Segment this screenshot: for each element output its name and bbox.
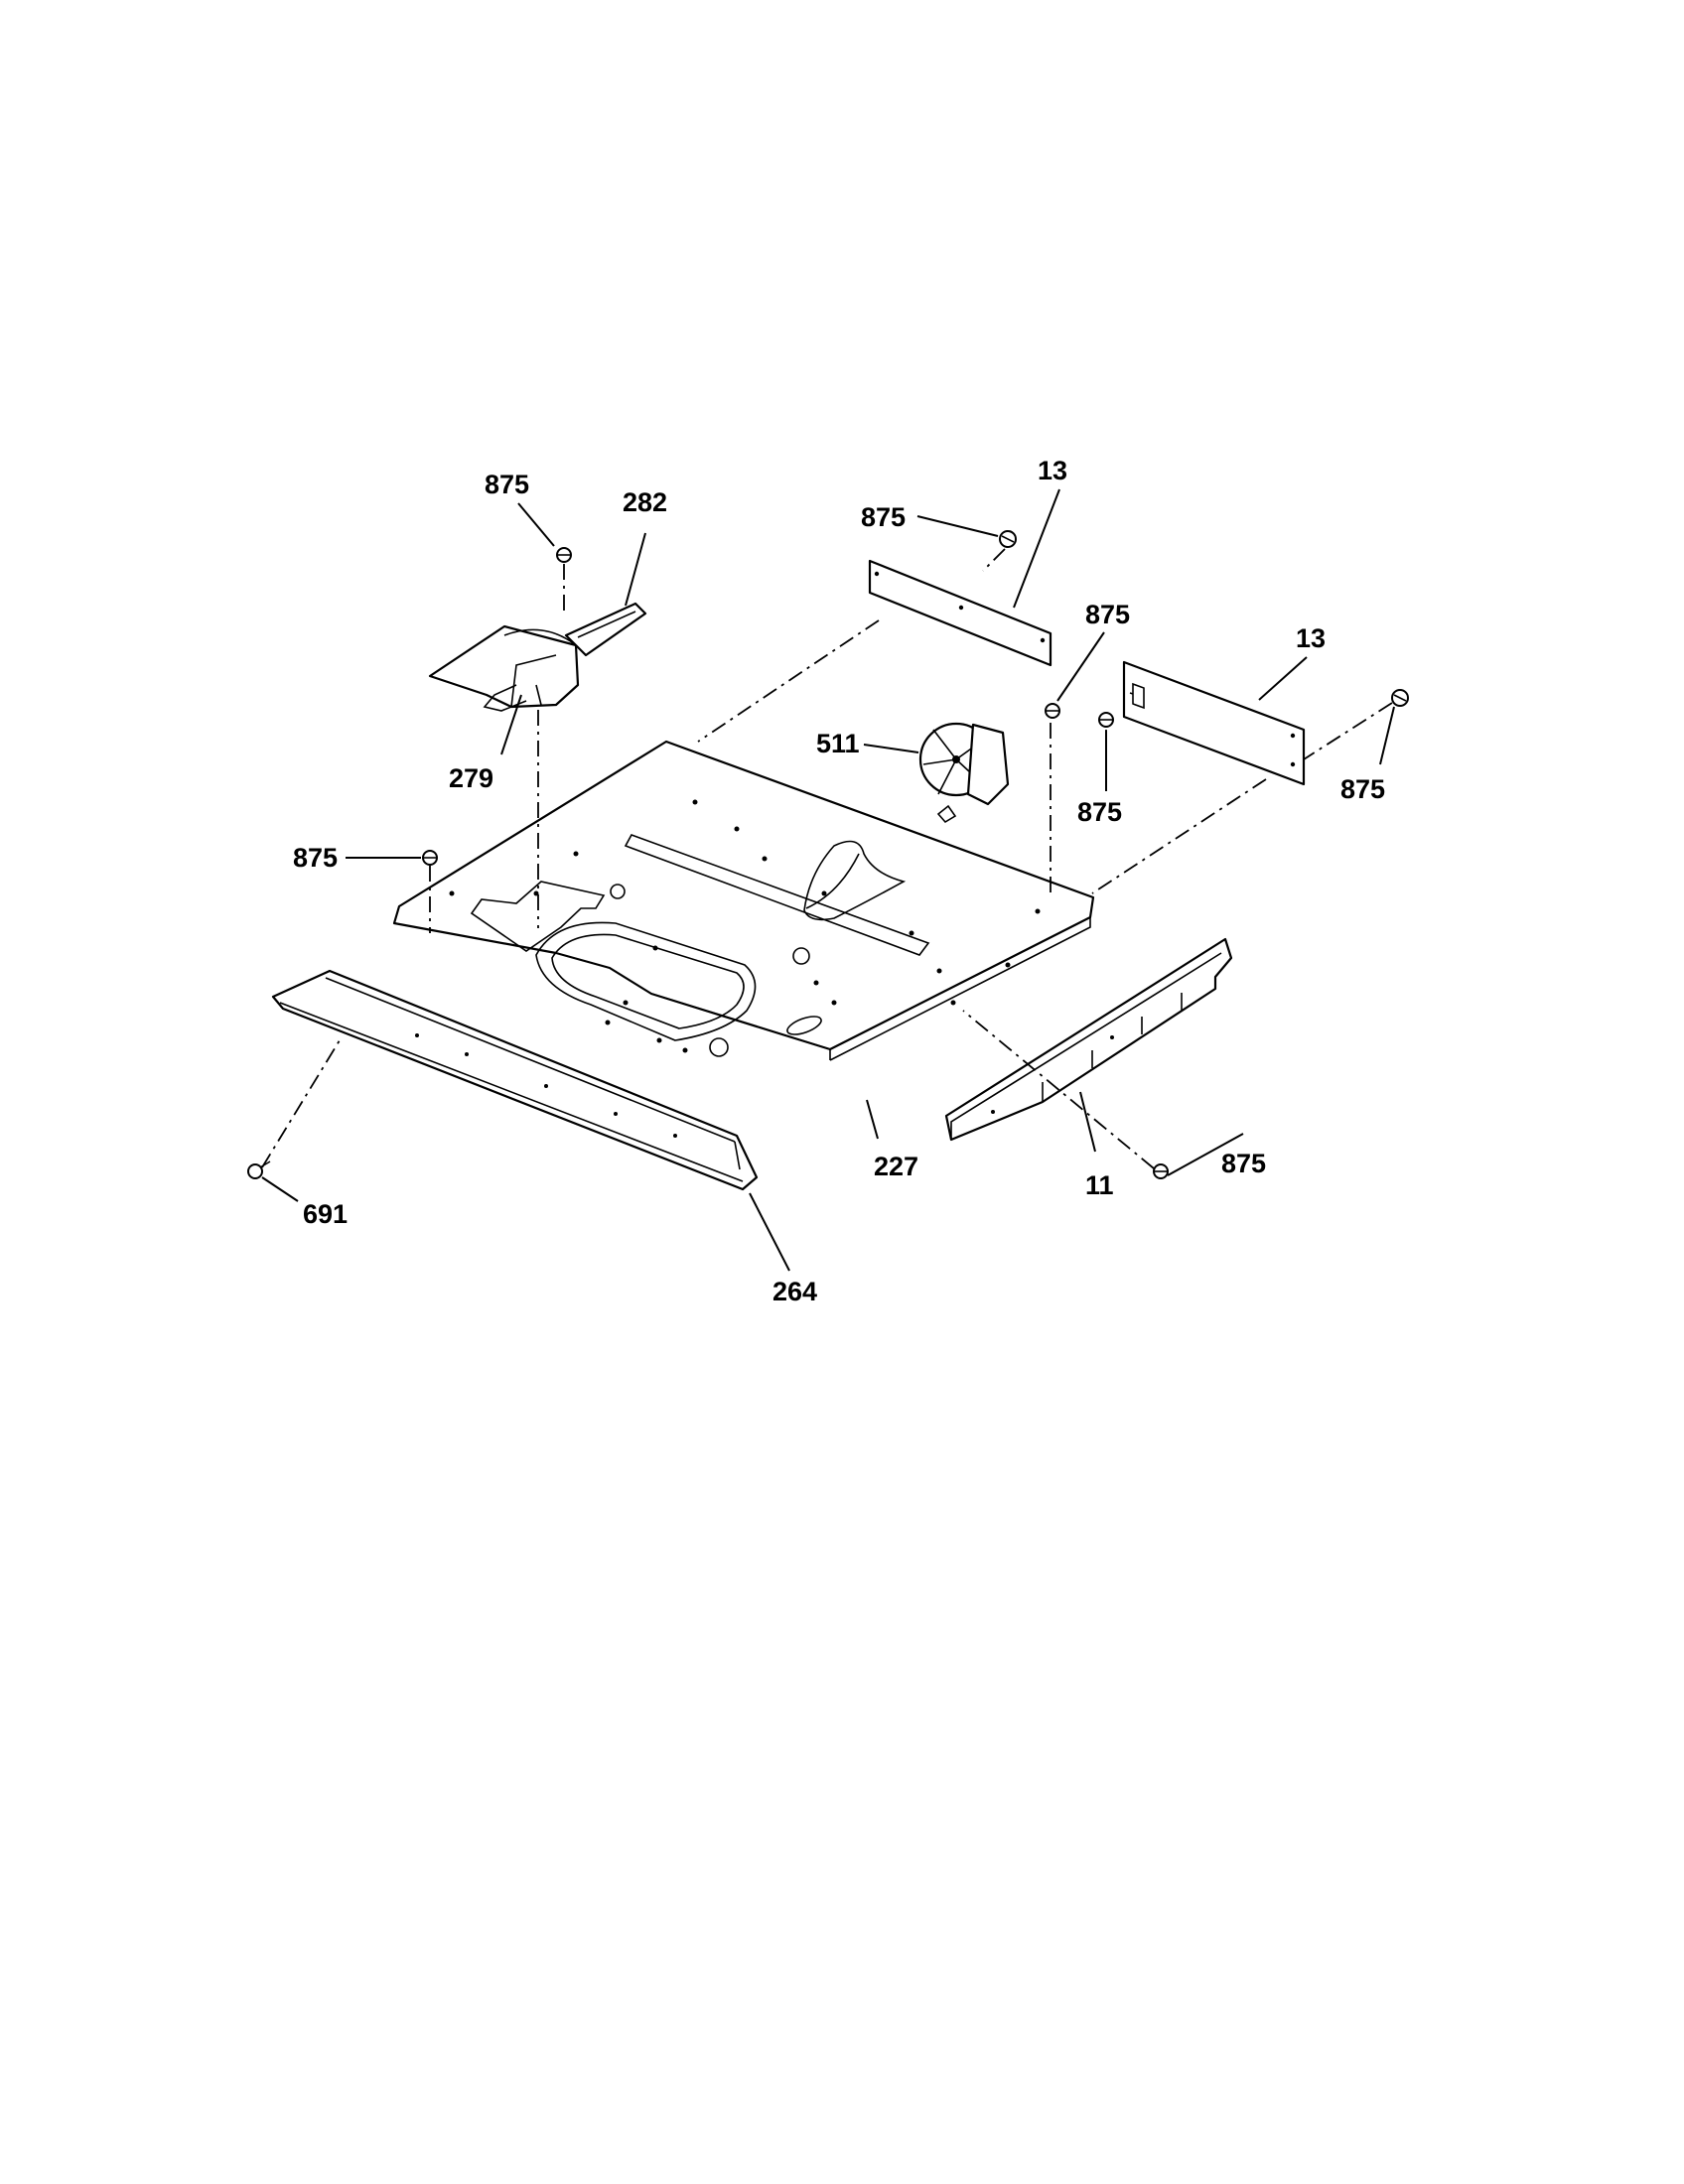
callout-691: 691	[303, 1199, 348, 1229]
callout-875-e: 875	[1340, 774, 1385, 804]
callout-279: 279	[449, 763, 493, 793]
callout-13-b: 13	[1296, 623, 1326, 653]
callout-875-c: 875	[1085, 600, 1130, 629]
rear-cover-13-a	[868, 559, 1052, 667]
screw-875-c	[999, 530, 1017, 548]
callout-875-g: 875	[293, 843, 338, 873]
front-trim-264	[271, 969, 759, 1191]
callout-11: 11	[1085, 1170, 1114, 1200]
screw-875-g	[422, 850, 438, 866]
callout-264: 264	[772, 1277, 817, 1306]
side-rail-11	[944, 937, 1233, 1142]
callout-875-a: 875	[485, 470, 529, 499]
callout-282: 282	[623, 487, 667, 517]
callout-labels: 875 282 279 875 13 875 511 875 13 875 87…	[293, 456, 1385, 1306]
callout-875-b: 875	[861, 502, 906, 532]
screw-691	[247, 1160, 271, 1179]
rear-cover-13-b	[1122, 660, 1306, 786]
screw-875-f	[1098, 712, 1114, 728]
callout-511: 511	[816, 729, 860, 758]
callout-227: 227	[874, 1152, 918, 1181]
callout-875-d: 875	[1077, 797, 1122, 827]
assembly-lines	[261, 548, 1393, 1169]
screw-875-e	[1391, 689, 1409, 707]
screw-875-d	[1045, 703, 1060, 719]
leader-lines	[261, 488, 1395, 1272]
screw-875-h	[1153, 1163, 1169, 1179]
bottom-panel-227	[392, 740, 1095, 1061]
fan-housing-279	[428, 624, 580, 712]
fan-motor-511	[918, 722, 1010, 824]
deflector-282	[564, 602, 647, 657]
callout-875-h: 875	[1221, 1149, 1266, 1178]
screw-875-a	[556, 547, 572, 563]
callout-13-a: 13	[1038, 456, 1067, 485]
